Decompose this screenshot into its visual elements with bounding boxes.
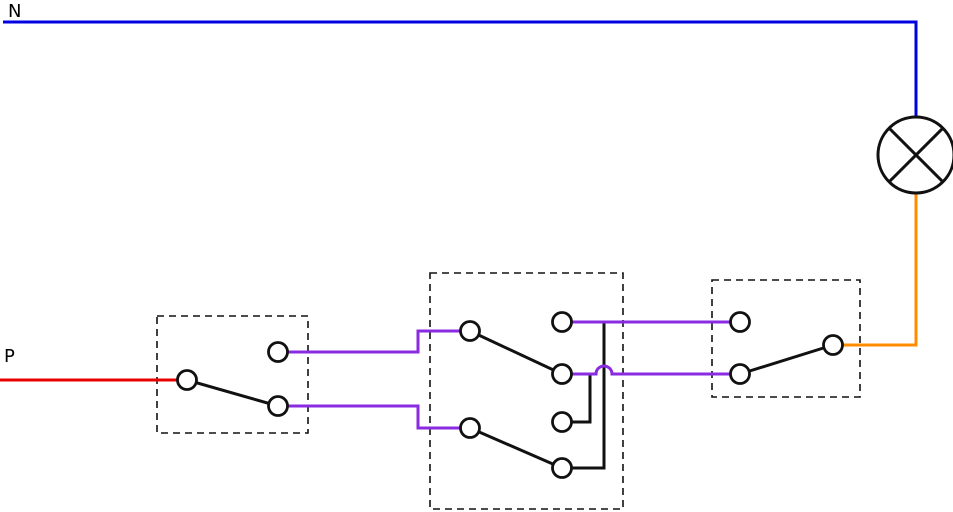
switch-1-lever	[185, 378, 280, 408]
intermediate-out-terminal-2	[551, 363, 573, 385]
diagram-drawing-layer	[0, 20, 953, 510]
traveler-1-lower	[278, 404, 470, 430]
switch-1-lower-terminal	[267, 395, 289, 417]
neutral-label: N	[8, 1, 21, 22]
neutral-wire	[3, 20, 918, 118]
switch-2-lever	[738, 343, 835, 376]
intermediate-out-terminal-4	[551, 457, 573, 479]
lamp-feed-wire	[833, 192, 918, 347]
switch-2-lower-terminal	[729, 363, 751, 385]
switch-2-enclosure	[711, 279, 861, 398]
switch-1-enclosure	[156, 315, 309, 434]
intermediate-out-terminal-1	[551, 311, 573, 333]
crossover-link-outer	[562, 320, 606, 470]
traveler-2-lower	[562, 364, 740, 376]
switch-2-common-terminal	[822, 334, 844, 356]
switch-1-upper-terminal	[267, 341, 289, 363]
intermediate-in-lower-terminal	[459, 417, 481, 439]
intermediate-lever-upper	[468, 329, 564, 376]
intermediate-switch-enclosure	[429, 272, 624, 510]
switch-2-upper-terminal	[729, 311, 751, 333]
traveler-1-upper	[278, 329, 470, 354]
phase-label: P	[4, 346, 15, 367]
switch-1-common-terminal	[176, 369, 198, 391]
lamp-cross-stroke-2	[887, 126, 945, 184]
intermediate-lever-lower	[468, 426, 564, 470]
intermediate-out-terminal-3	[551, 411, 573, 433]
intermediate-in-upper-terminal	[459, 320, 481, 342]
